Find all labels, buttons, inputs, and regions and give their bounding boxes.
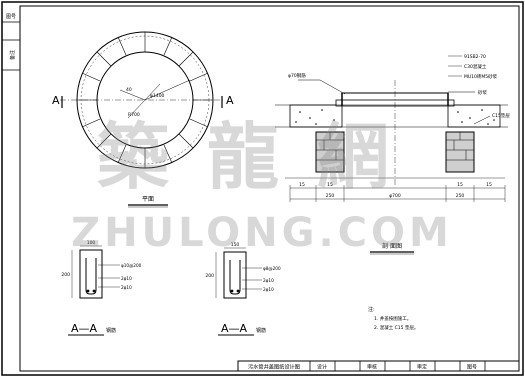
detail2-dim-top: 150 bbox=[231, 242, 240, 248]
title-designer: 设计 bbox=[317, 364, 327, 371]
standard-1: 91SB2-70 bbox=[464, 54, 486, 60]
watermark-latin: ZHULONG.COM bbox=[71, 210, 453, 256]
watermark: 築龍網 ZHULONG.COM bbox=[71, 115, 453, 256]
plan-caption: 平面 bbox=[142, 196, 154, 203]
detail1-callout-1: φ10@200 bbox=[121, 263, 142, 268]
section-caption: 剖 面图 bbox=[382, 242, 402, 250]
detail1-dim-side: 200 bbox=[61, 272, 70, 278]
title-sheet: 图号 bbox=[467, 365, 477, 371]
dim-row1-b: 15 bbox=[327, 182, 333, 188]
dim-row2-a: 250 bbox=[326, 193, 335, 199]
notes-line-1: 1. 井盖按图施工。 bbox=[374, 315, 411, 322]
detail-1: 100 200 φ10@200 2φ10 2φ10 A—A 钢筋 bbox=[61, 240, 142, 336]
plan-dim-3: φ1400 bbox=[150, 93, 165, 99]
title-approver: 审定 bbox=[417, 364, 427, 371]
sidebar-top-label: 图号 bbox=[6, 14, 16, 20]
watermark-chinese: 築龍網 bbox=[97, 115, 427, 199]
section-marker-left: A bbox=[52, 94, 60, 107]
detail1-dim-top: 100 bbox=[87, 240, 96, 246]
sidebar-strip: 图号 备注 bbox=[2, 14, 20, 71]
detail1-caption-letters: A—A bbox=[71, 322, 98, 335]
title-drawing-name: 污水管井盖图纸设计图 bbox=[248, 363, 300, 371]
callout-side: C15垫层 bbox=[492, 112, 510, 119]
detail2-caption-suffix: 钢筋 bbox=[256, 327, 266, 334]
notes-heading: 注: bbox=[368, 306, 375, 313]
sidebar-mid-label: 备注 bbox=[9, 50, 16, 60]
standard-3: MU10砖M5砂浆 bbox=[464, 73, 498, 80]
detail2-dim-side: 200 bbox=[205, 273, 214, 279]
notes: 注: 1. 井盖按图施工。 2. 混凝土 C15 垫层。 bbox=[368, 306, 418, 331]
detail1-callout-3: 2φ10 bbox=[121, 285, 132, 290]
detail2-caption-letters: A—A bbox=[221, 322, 248, 335]
detail2-callout-1: φ8@200 bbox=[263, 266, 281, 271]
plan-dim-1: 40 bbox=[126, 87, 132, 93]
callout-right: 砂浆 bbox=[478, 89, 487, 96]
plan-view: A A 40 R700 φ1400 平面 bbox=[52, 31, 234, 208]
detail1-caption-suffix: 钢筋 bbox=[106, 327, 116, 334]
detail2-callout-3: 2φ10 bbox=[263, 287, 274, 292]
section-view: φ70钢筋 砂浆 91SB2-70 C30混凝土 MU10砖M5砂浆 C15垫层… bbox=[275, 54, 510, 255]
dim-row2-b: φ700 bbox=[389, 193, 401, 199]
detail-2: 150 200 φ8@200 2φ10 2φ10 A—A 钢筋 bbox=[205, 242, 281, 336]
dim-row1-c: 15 bbox=[457, 182, 463, 188]
title-checker: 审核 bbox=[367, 364, 377, 371]
standard-2: C30混凝土 bbox=[464, 63, 487, 70]
title-block: 污水管井盖图纸设计图 设计 审核 审定 图号 bbox=[237, 360, 520, 372]
dim-row2-c: 250 bbox=[456, 193, 465, 199]
callout-top-left: φ70钢筋 bbox=[288, 72, 306, 79]
section-marker-right: A bbox=[226, 94, 234, 107]
detail1-callout-2: 2φ10 bbox=[121, 276, 132, 281]
plan-dim-2: R700 bbox=[128, 112, 140, 118]
detail2-callout-2: 2φ10 bbox=[263, 278, 274, 283]
dim-row1-a: 15 bbox=[299, 182, 305, 188]
notes-line-2: 2. 混凝土 C15 垫层。 bbox=[374, 324, 418, 331]
dim-row1-d: 15 bbox=[486, 182, 492, 188]
